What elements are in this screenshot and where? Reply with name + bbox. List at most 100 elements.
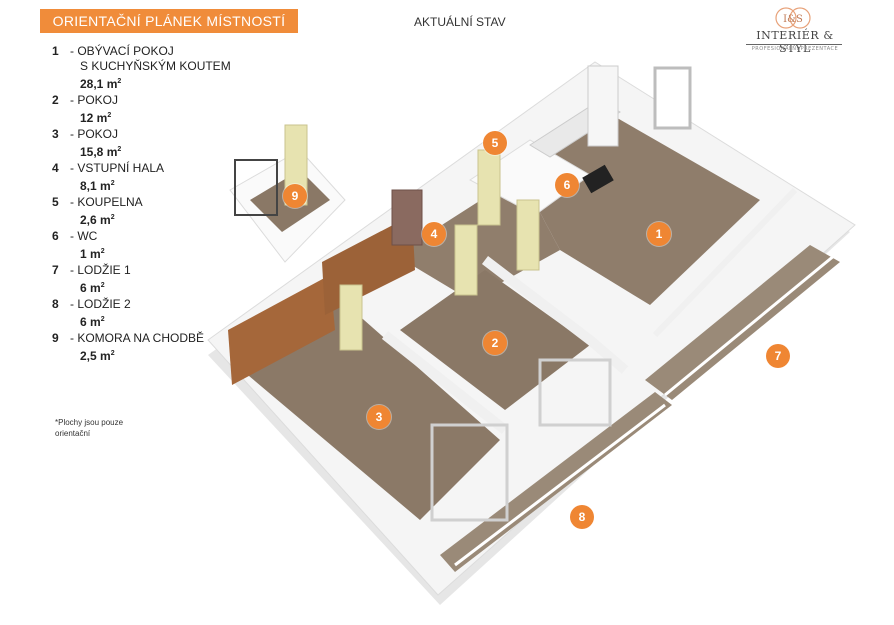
legend-area-value: 2,5 m: [80, 349, 111, 363]
logo-tagline: PROFESIONÁLNÍ PREZENTACE: [751, 46, 839, 52]
window-room3: [430, 423, 509, 522]
page-title: ORIENTAČNÍ PLÁNEK MÍSTNOSTÍ: [40, 9, 298, 33]
legend-number: 1: [52, 44, 59, 58]
room-marker-2: 2: [483, 331, 507, 355]
room-marker-5: 5: [483, 131, 507, 155]
interior-wall-b: [381, 331, 509, 434]
legend-area-value: 6 m: [80, 315, 101, 329]
legend-area-value: 12 m: [80, 111, 108, 125]
legend-area-unit: 2: [110, 350, 115, 357]
window-room2: [538, 358, 612, 427]
state-label: AKTUÁLNÍ STAV: [414, 15, 506, 29]
wardrobe-left: [228, 275, 335, 385]
legend-room-name: - OBÝVACÍ POKOJ: [70, 44, 174, 58]
interior-wall-a: [481, 256, 629, 374]
room-marker-6: 6: [555, 173, 579, 197]
legend-room-name: - KOMORA NA CHODBĚ: [70, 331, 205, 345]
cooktop: [582, 164, 614, 194]
legend-area: 6 m2: [70, 312, 131, 330]
area-note: *Plochy jsou pouze orientační: [55, 418, 124, 438]
room-marker-3: 3: [367, 405, 391, 429]
legend-area: 1 m2: [70, 244, 105, 262]
legend-area-value: 15,8 m: [80, 145, 118, 159]
legend-room-name: - POKOJ: [70, 93, 119, 107]
legend-number: 9: [52, 331, 59, 345]
legend-number: 2: [52, 93, 59, 107]
legend-room-name: - KOUPELNA: [70, 195, 143, 209]
legend-area-unit: 2: [110, 180, 115, 187]
legend-area-unit: 2: [117, 146, 122, 153]
monogram-icon: I&S: [775, 7, 811, 29]
room-marker-8: 8: [570, 505, 594, 529]
logo-divider: [746, 44, 842, 45]
window-top: [653, 66, 692, 130]
loggia-2-railing: [454, 403, 666, 567]
legend-area-value: 8,1 m: [80, 179, 111, 193]
living-room-floor: [520, 115, 760, 305]
room-marker-4: 4: [422, 222, 446, 246]
legend-area-value: 1 m: [80, 247, 101, 261]
legend-area: 15,8 m2: [70, 142, 121, 160]
legend-area-value: 2,6 m: [80, 213, 111, 227]
legend-room-name-line2: S KUCHYŇSKÝM KOUTEM: [80, 59, 231, 73]
interior-wall-c: [652, 187, 798, 338]
door-bath: [477, 149, 501, 226]
legend-area: 28,1 m2: [70, 74, 231, 92]
legend-number: 8: [52, 297, 59, 311]
legend-area-unit: 2: [100, 248, 105, 255]
legend-area-value: 28,1 m: [80, 77, 118, 91]
storage-shelf: [234, 159, 278, 216]
legend-room-name: - POKOJ: [70, 127, 119, 141]
legend-area: 2,5 m2: [70, 346, 204, 364]
legend-body: - KOUPELNA 2,6 m2: [70, 195, 143, 228]
fridge: [587, 65, 619, 147]
legend-area-unit: 2: [100, 282, 105, 289]
entry-door: [391, 189, 423, 246]
legend-area-value: 6 m: [80, 281, 101, 295]
company-logo: I&S INTERIÉR & STYL PROFESIONÁLNÍ PREZEN…: [740, 6, 850, 56]
legend-area: 8,1 m2: [70, 176, 164, 194]
legend-area-unit: 2: [110, 214, 115, 221]
loggia-2-floor: [440, 392, 672, 572]
legend-number: 3: [52, 127, 59, 141]
legend-area-unit: 2: [107, 112, 112, 119]
room-marker-1: 1: [647, 222, 671, 246]
door-wc: [516, 199, 540, 271]
svg-text:I&S: I&S: [783, 14, 803, 25]
legend-room-name: - VSTUPNÍ HALA: [70, 161, 165, 175]
legend-number: 6: [52, 229, 59, 243]
loggia-1-railing: [664, 253, 836, 397]
loggia-1-floor: [645, 245, 840, 400]
legend-item: 5 - KOUPELNA 2,6 m2: [52, 195, 252, 228]
legend-room-name: - WC: [70, 229, 98, 243]
legend-area: 12 m2: [70, 108, 118, 126]
door-hall: [454, 224, 478, 296]
legend-room-name: - LODŽIE 2: [70, 297, 131, 311]
legend-room-name: - LODŽIE 1: [70, 263, 131, 277]
legend-area: 6 m2: [70, 278, 131, 296]
legend-number: 7: [52, 263, 59, 277]
room-marker-7: 7: [766, 344, 790, 368]
legend-number: 5: [52, 195, 59, 209]
legend-area-unit: 2: [100, 316, 105, 323]
legend-area-unit: 2: [117, 78, 122, 85]
door-room3: [339, 284, 363, 351]
legend-number: 4: [52, 161, 59, 175]
